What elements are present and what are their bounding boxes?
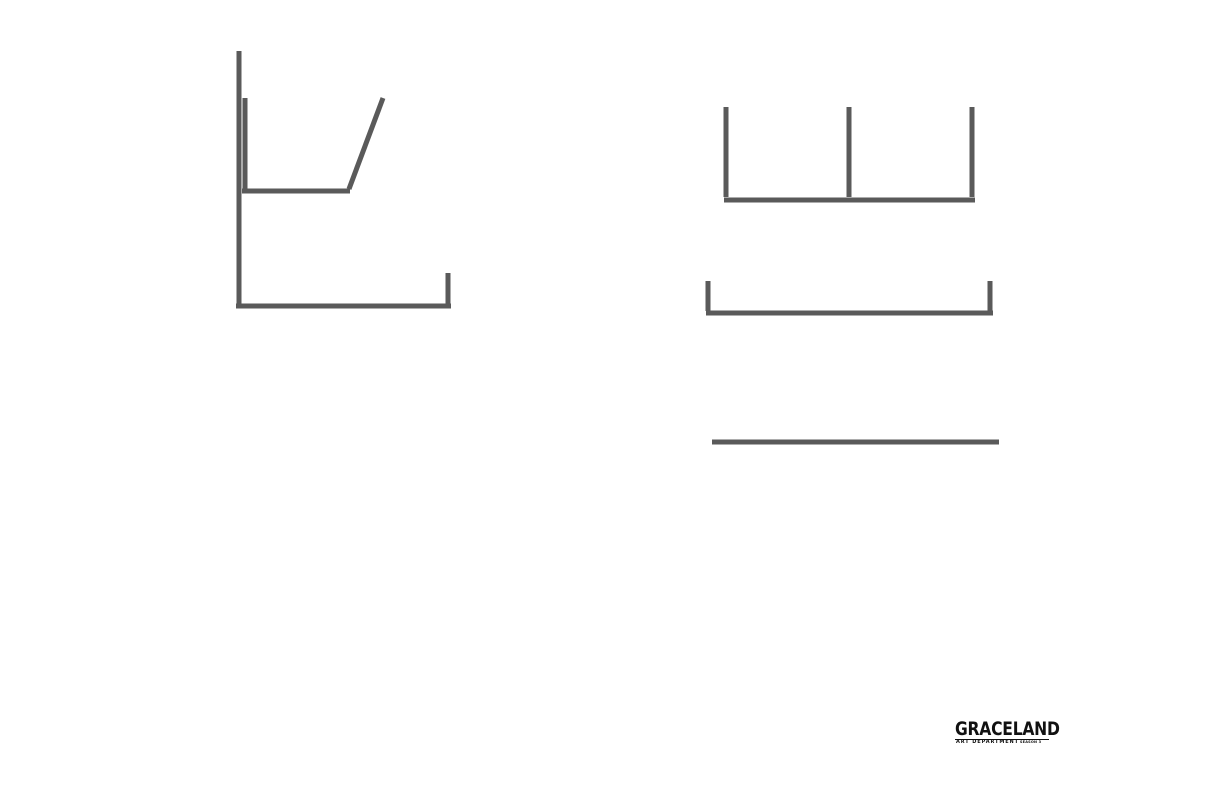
logo-title: GRACELAND [955, 718, 1060, 740]
logo-subtitle: ART DEPARTMENT [956, 739, 1019, 745]
right-plan-middle [705, 281, 993, 316]
wall-segment [346, 97, 386, 190]
left-plan [236, 51, 451, 309]
logo-season: SEASON 3 [1019, 740, 1042, 744]
logo-rule [955, 739, 1049, 740]
logo-subtitle-row: ART DEPARTMENTSEASON 3 [956, 739, 1041, 745]
right-plan-upper [723, 107, 975, 203]
graceland-logo: GRACELAND ART DEPARTMENTSEASON 3 [955, 718, 1060, 745]
